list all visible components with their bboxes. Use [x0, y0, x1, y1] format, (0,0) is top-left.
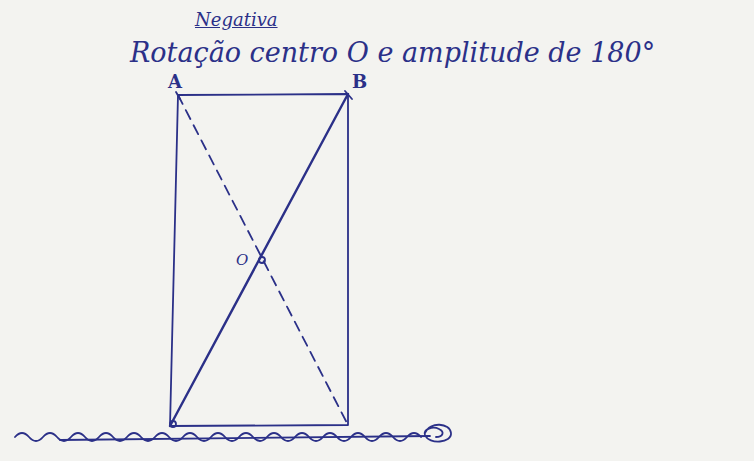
- center-label: O: [236, 252, 248, 269]
- dashed-diagonal: [178, 95, 348, 425]
- vertex-mark: [176, 92, 180, 99]
- base-line: [60, 436, 430, 440]
- rectangle-outline: [170, 94, 348, 426]
- vertex-mark: [170, 421, 176, 427]
- heading-note: Negativa: [195, 10, 278, 30]
- vertex-mark: [345, 91, 352, 99]
- center-point: [259, 257, 265, 263]
- scribble-mark: [425, 425, 451, 442]
- solid-diagonal: [170, 94, 348, 426]
- vertex-label: A: [168, 72, 182, 92]
- rotation-note: Rotação centro O e amplitude de 180°: [130, 38, 655, 68]
- vertex-label: B: [352, 72, 367, 92]
